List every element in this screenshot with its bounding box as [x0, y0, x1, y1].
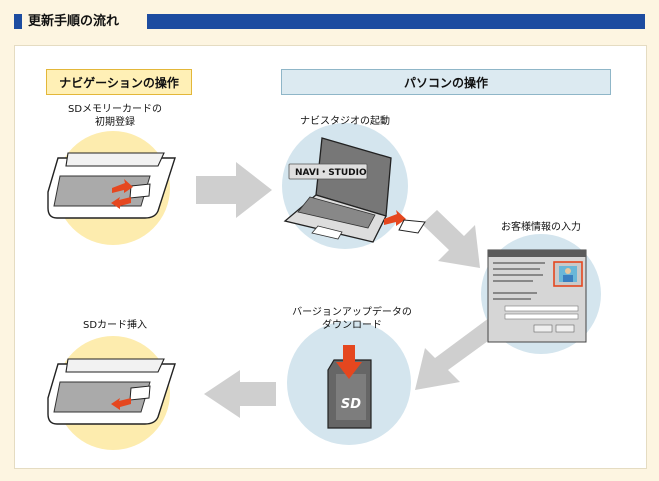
step-sd-insert-caption: SDカード挿入	[82, 320, 148, 331]
step-sd-register-line1: SDメモリーカードの	[67, 104, 163, 115]
section-header: 更新手順の流れ	[14, 12, 645, 31]
navistudio-logo-text: NAVI・STUDIO	[295, 168, 367, 178]
customer-form-window-icon	[487, 249, 587, 343]
arrow-down-right-icon	[422, 210, 480, 268]
arrow-down-left-icon	[415, 312, 510, 390]
step-navistudio-caption: ナビスタジオの起動	[300, 116, 390, 127]
sd-card-icon: SD	[327, 359, 372, 429]
svg-text:SD: SD	[341, 397, 361, 412]
section-title: 更新手順の流れ	[28, 14, 120, 29]
step-download-caption: バージョンアップデータの ダウンロード	[282, 306, 422, 332]
navigation-device-bottom-icon	[47, 358, 176, 425]
header-marker	[14, 14, 22, 29]
arrow-right-icon	[196, 162, 272, 218]
step-download-line1: バージョンアップデータの	[292, 307, 412, 318]
header-bar	[147, 14, 645, 29]
download-arrow-icon	[336, 345, 362, 379]
nav-operation-label: ナビゲーションの操作	[46, 69, 192, 95]
step-download-line2: ダウンロード	[322, 320, 382, 331]
arrow-left-icon	[204, 370, 276, 418]
step-sd-register-caption: SDメモリーカードの 初期登録	[60, 103, 170, 129]
step-customer-input-caption: お客様情報の入力	[501, 222, 581, 233]
navigation-device-top-icon	[47, 152, 176, 219]
navistudio-screen-banner	[288, 163, 368, 180]
step-sd-register-line2: 初期登録	[95, 117, 135, 128]
pc-operation-label: パソコンの操作	[281, 69, 611, 95]
